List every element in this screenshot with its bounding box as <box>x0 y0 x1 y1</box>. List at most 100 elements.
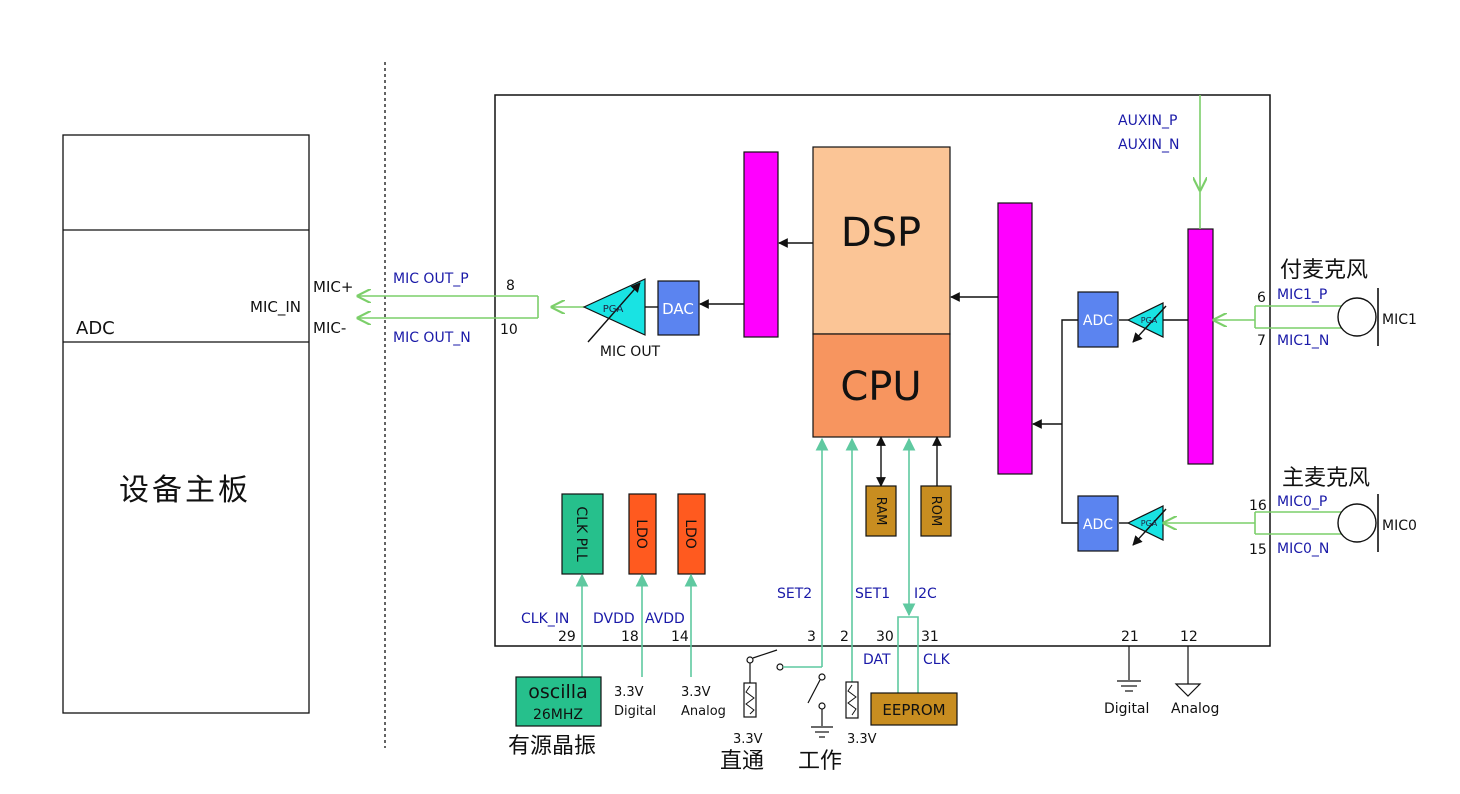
mic0-n-label: MIC0_N <box>1277 541 1329 557</box>
mic0-title: 主麦克风 <box>1282 466 1370 491</box>
adc-mic1-label: ADC <box>1083 313 1113 329</box>
adc-mic0-label: ADC <box>1083 517 1113 533</box>
mic-out-n-label: MIC OUT_N <box>393 330 471 346</box>
work-label: 工作 <box>798 749 842 774</box>
mic-plus-label: MIC+ <box>313 278 353 296</box>
pin-3: 3 <box>807 629 816 645</box>
power-wires <box>575 573 698 677</box>
mic1-symbol <box>1337 297 1377 337</box>
dsp-label: DSP <box>841 210 921 256</box>
mic-out-p-label: MIC OUT_P <box>393 271 469 287</box>
mic-bus <box>1187 228 1214 465</box>
clkpll-label: CLK PLL <box>573 506 589 561</box>
pin-30: 30 <box>876 629 894 645</box>
switch-straight <box>743 649 822 718</box>
mic-out-wires <box>358 296 584 318</box>
pga-mic0: PGA <box>1126 505 1167 546</box>
auxin-n-label: AUXIN_N <box>1118 137 1180 153</box>
output-bus <box>743 151 779 338</box>
i2c-label: I2C <box>914 586 937 602</box>
mic0-p-label: MIC0_P <box>1277 494 1327 510</box>
eeprom-block: EEPROM <box>870 692 958 726</box>
ldo1-label: LDO <box>633 519 649 549</box>
oscillator-block: oscilla 26MHZ <box>515 676 602 727</box>
pga-mic0-label: PGA <box>1141 519 1158 528</box>
avdd-label: AVDD <box>645 611 685 627</box>
clkpll-block: CLK PLL <box>561 493 604 575</box>
mic0-wires <box>1164 511 1342 535</box>
dsp-block: DSP <box>812 146 951 335</box>
eeprom-label: EEPROM <box>882 701 945 719</box>
ground-analog-label: Analog <box>1171 701 1219 717</box>
pin-31: 31 <box>921 629 939 645</box>
osc-line1: oscilla <box>528 681 587 703</box>
board-title: 设备主板 <box>119 473 251 508</box>
mic-minus-label: MIC- <box>313 319 346 337</box>
ldo2-label: LDO <box>682 519 698 549</box>
pin-2: 2 <box>840 629 849 645</box>
mic1-p-label: MIC1_P <box>1277 287 1327 303</box>
dac-label: DAC <box>662 300 694 318</box>
v-straight: 3.3V <box>733 732 763 747</box>
pga-label: PGA <box>603 304 624 315</box>
cpu-label: CPU <box>840 364 921 410</box>
mic0-symbol <box>1337 503 1377 543</box>
v-work: 3.3V <box>847 732 877 747</box>
clk-in-label: CLK_IN <box>521 611 569 627</box>
adc-label: ADC <box>76 318 115 339</box>
pga-mic1-label: PGA <box>1141 316 1158 325</box>
adc-mic1: ADC <box>1077 291 1119 348</box>
rom-block: ROM <box>920 485 952 537</box>
adc-mic0: ADC <box>1077 495 1119 552</box>
ldo-analog: LDO <box>677 493 706 575</box>
pin-18: 18 <box>621 629 639 645</box>
auxin-p-label: AUXIN_P <box>1118 113 1177 129</box>
pin-12: 12 <box>1180 629 1198 645</box>
osc-line2: 26MHZ <box>533 707 583 723</box>
pin-29: 29 <box>558 629 576 645</box>
control-wires <box>815 437 919 693</box>
digital-label: Digital <box>614 704 656 719</box>
pin-14: 14 <box>671 629 689 645</box>
mic-in-label: MIC_IN <box>250 298 301 317</box>
ground-digital-label: Digital <box>1104 701 1149 717</box>
v-analog: 3.3V <box>681 685 711 700</box>
rom-label: ROM <box>928 496 943 526</box>
ldo-digital: LDO <box>628 493 657 575</box>
v-digital: 3.3V <box>614 685 644 700</box>
pin-6: 6 <box>1257 290 1266 306</box>
pin-8: 8 <box>506 278 515 294</box>
mic1-name: MIC1 <box>1382 312 1417 328</box>
set1-label: SET1 <box>855 586 890 602</box>
pin-21: 21 <box>1121 629 1139 645</box>
mic1-title: 付麦克风 <box>1280 258 1368 283</box>
mic-out-block-label: MIC OUT <box>600 344 661 360</box>
mic1-n-label: MIC1_N <box>1277 333 1329 349</box>
dac-block: DAC <box>657 280 700 336</box>
dvdd-label: DVDD <box>593 611 635 627</box>
pga-mic1: PGA <box>1126 302 1167 343</box>
analog-label: Analog <box>681 704 726 719</box>
set2-label: SET2 <box>777 586 812 602</box>
clk-label: CLK <box>923 652 951 668</box>
cpu-block: CPU <box>812 333 951 438</box>
ground-analog <box>1174 646 1202 697</box>
ram-block: RAM <box>865 485 897 537</box>
ram-label: RAM <box>873 497 888 526</box>
straight-label: 直通 <box>720 749 764 774</box>
pin-16: 16 <box>1249 498 1267 514</box>
pin-7: 7 <box>1257 333 1266 349</box>
mic0-name: MIC0 <box>1382 518 1417 534</box>
chip-outline <box>494 94 1271 647</box>
osc-caption: 有源晶振 <box>508 734 596 759</box>
mic1-wires <box>1214 305 1342 329</box>
ground-digital <box>1117 646 1141 692</box>
input-bus <box>997 202 1033 475</box>
pin-15: 15 <box>1249 542 1267 558</box>
dat-label: DAT <box>863 652 891 668</box>
main-board: ADC MIC_IN 设备主板 <box>62 134 310 714</box>
pga-out: PGA <box>582 278 646 343</box>
switch-work <box>807 673 859 738</box>
pin-10: 10 <box>500 322 518 338</box>
